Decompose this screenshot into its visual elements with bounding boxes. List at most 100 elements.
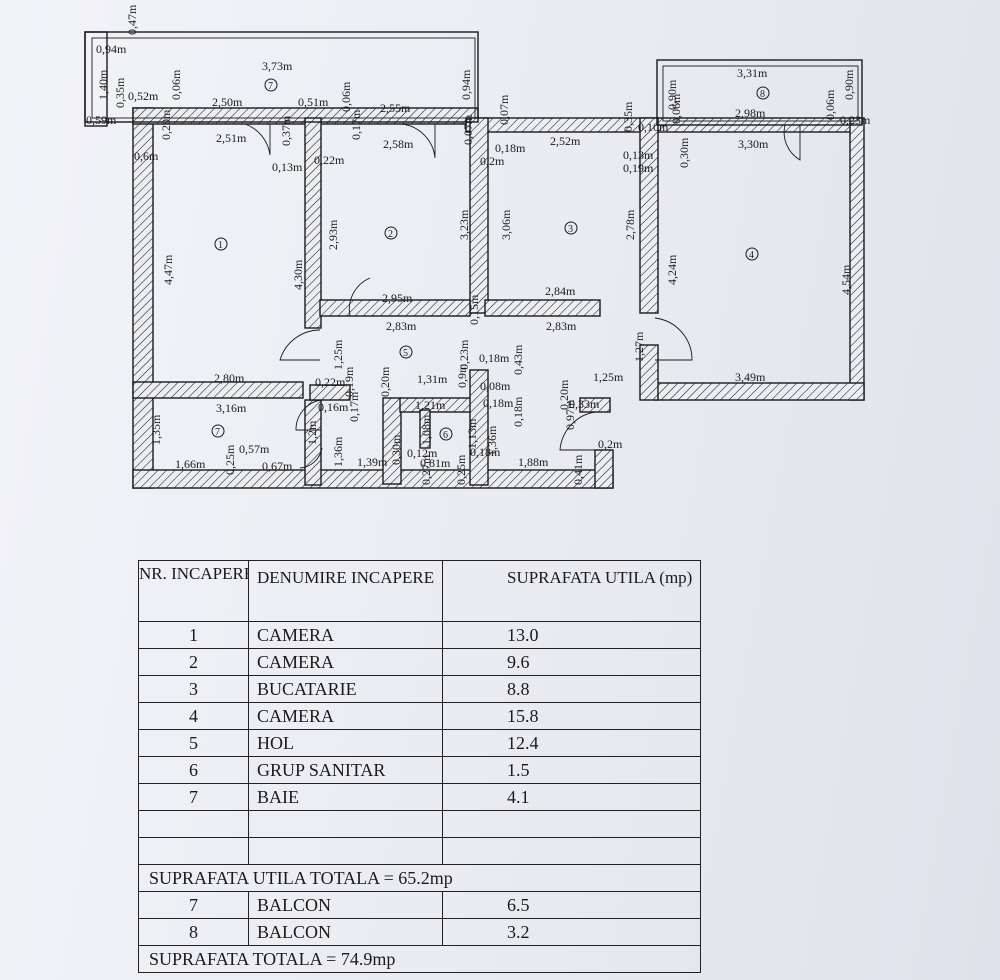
row-name: BALCON (248, 918, 443, 946)
dimension-label: 2,83m (546, 319, 577, 333)
dimension-label: 0,9m (455, 363, 469, 388)
dimension-label: 2,50m (212, 95, 243, 109)
row-area: 3.2 (442, 918, 701, 946)
row-nr: 5 (138, 729, 249, 757)
row-area: 9.6 (442, 648, 701, 676)
dimension-label: 0,13m (272, 160, 303, 174)
row-nr: 7 (138, 783, 249, 811)
dimension-label: 0,18m (511, 396, 525, 427)
row-name (248, 810, 443, 838)
dimension-label: 1,88m (518, 455, 549, 469)
dimension-label: 0,22m (315, 375, 346, 389)
dimension-label: 2,84m (545, 284, 576, 298)
dimension-label: 0,20m (378, 366, 392, 397)
dimension-label: 1,31m (417, 372, 448, 386)
dimension-label: 0,25m (454, 454, 468, 485)
dimension-label: 3,73m (262, 59, 293, 73)
svg-text:6: 6 (443, 430, 448, 441)
dimension-label: 0,08m (480, 379, 511, 393)
table-row (138, 810, 701, 838)
dimension-label: 4,54m (839, 264, 853, 295)
svg-text:2: 2 (388, 229, 393, 240)
room-number-2: 2 (384, 226, 398, 240)
room-number-4: 4 (745, 247, 759, 261)
row-name (248, 837, 443, 865)
dimension-label: 1,66m (175, 457, 206, 471)
svg-text:7: 7 (215, 427, 220, 438)
dimension-label: 0,41m (571, 454, 585, 485)
row-area (442, 837, 701, 865)
dimension-label: 0,06m (339, 81, 353, 112)
dimension-label: 0,27m (419, 454, 433, 485)
row-nr: 8 (138, 918, 249, 946)
row-area: 12.4 (442, 729, 701, 757)
header-nr: NR. INCAPERE (138, 560, 249, 622)
room-number-7-bath: 7 (211, 424, 225, 438)
dimension-label: 0,30m (677, 137, 691, 168)
dimension-label: 0,15m (467, 294, 481, 325)
subtotal-text: SUPRAFATA UTILA TOTALA = 65.2mp (138, 864, 701, 892)
row-name: HOL (248, 729, 443, 757)
dimension-label: 1,27m (632, 331, 646, 362)
room-number-5: 5 (399, 345, 413, 359)
dimension-label: 0,47m (125, 4, 139, 35)
header-area: SUPRAFATA UTILA (mp) (442, 560, 701, 622)
dimension-label: 0,06m (169, 69, 183, 100)
dimension-label: 0,52m (128, 89, 159, 103)
dimension-label: 0,67m (262, 459, 293, 473)
dimension-label: 0,20m (557, 379, 571, 410)
balconies (84, 31, 863, 127)
room-number-3: 3 (564, 221, 578, 235)
table-row (138, 837, 701, 865)
dimension-label: 0,37m (279, 115, 293, 146)
total-text: SUPRAFATA TOTALA = 74.9mp (138, 945, 701, 973)
total-row: SUPRAFATA TOTALA = 74.9mp (138, 945, 701, 973)
row-nr (138, 837, 249, 865)
dimension-label: 1,36m (331, 436, 345, 467)
dimension-label: 0,13m (623, 148, 654, 162)
room-number-8: 8 (756, 86, 770, 100)
row-nr: 7 (138, 891, 249, 919)
dimension-label: 0,18m (479, 351, 510, 365)
svg-text:3: 3 (568, 224, 573, 235)
doors (244, 123, 801, 469)
dimension-label: 3,30m (738, 137, 769, 151)
row-nr: 1 (138, 621, 249, 649)
row-name: BUCATARIE (248, 675, 443, 703)
dimension-label: 0,20m (159, 109, 173, 140)
subtotal-row: SUPRAFATA UTILA TOTALA = 65.2mp (138, 864, 701, 892)
dimension-label: 0,06m (823, 89, 837, 120)
dimension-label: 1,39m (357, 455, 388, 469)
dimension-label: 0,18m (495, 141, 526, 155)
dimension-label: 2,51m (216, 131, 247, 145)
dimension-label: 0,33m (569, 397, 600, 411)
dimension-label: 1,2m (305, 420, 319, 445)
dimension-label: 0,30m (389, 434, 403, 465)
dimension-label: 0,23m (457, 339, 471, 370)
room-number-7-balcony: 7 (264, 78, 278, 92)
dimension-label: 0,07m (461, 114, 475, 145)
room-numbers: 1 2 3 4 5 6 7 7 8 (211, 78, 770, 441)
dimension-label: 1,08m (419, 414, 433, 445)
row-nr: 3 (138, 675, 249, 703)
row-nr: 6 (138, 756, 249, 784)
row-name: CAMERA (248, 648, 443, 676)
dimension-label: 0,19m (342, 366, 356, 397)
dimension-label: 0,2m (598, 437, 623, 451)
dimension-label: 3,31m (737, 66, 768, 80)
dimension-label: 0,59m (86, 113, 117, 127)
dimension-label: 2,58m (383, 137, 414, 151)
dimension-label: 1,21m (415, 398, 446, 412)
dimension-label: 0,23m (840, 113, 871, 127)
dimension-label: 0,07m (497, 94, 511, 125)
room-area-table: NR. INCAPERE DENUMIRE INCAPERE SUPRAFATA… (138, 560, 701, 973)
row-area: 6.5 (442, 891, 701, 919)
dimension-label: 0,94m (459, 69, 473, 100)
dimension-label: 0,43m (511, 344, 525, 375)
dimension-label: 0,57m (239, 442, 270, 456)
row-area: 1.5 (442, 756, 701, 784)
